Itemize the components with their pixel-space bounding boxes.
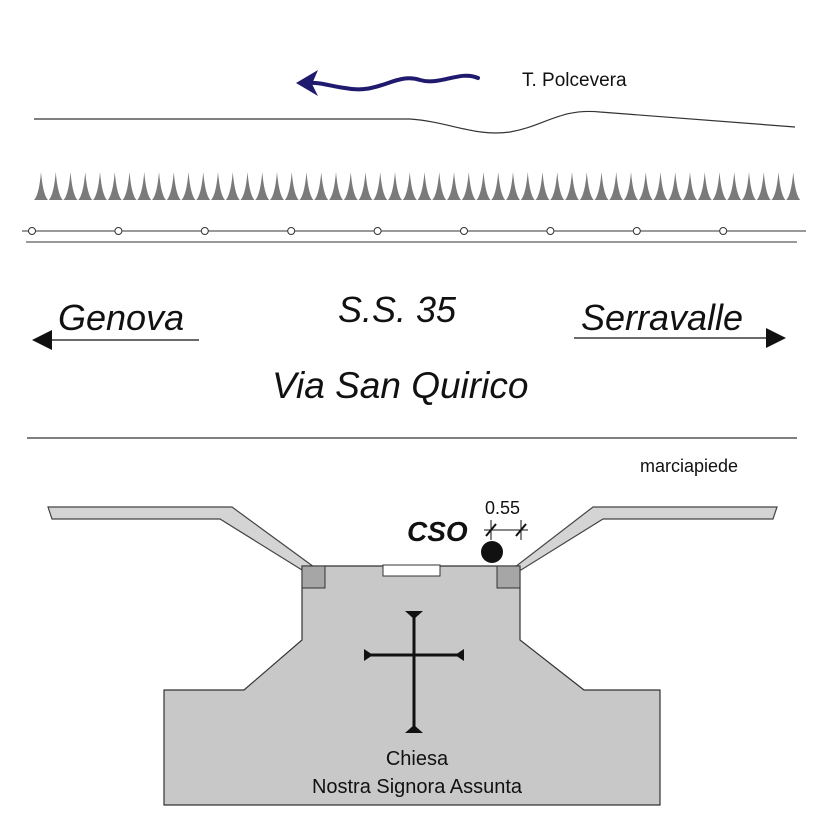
embankment-spike xyxy=(63,172,78,200)
street-name-label: Via San Quirico xyxy=(272,365,528,406)
embankment-spike xyxy=(520,172,535,200)
embankment-spike xyxy=(240,172,255,200)
embankment-spike xyxy=(78,172,93,200)
embankment-spike xyxy=(107,172,122,200)
sidewalk-label: marciapiede xyxy=(640,456,738,476)
railing-post xyxy=(373,227,382,235)
river-bank-line xyxy=(34,110,796,134)
embankment-spike xyxy=(329,172,343,200)
east-destination-label: Serravalle xyxy=(581,297,743,338)
railing-post xyxy=(114,227,123,235)
embankment-spike-row xyxy=(34,172,801,200)
railing-post xyxy=(200,227,209,235)
embankment-spike xyxy=(786,172,801,200)
railing-post xyxy=(632,227,641,235)
embankment-spike xyxy=(255,172,270,200)
embankment-spike xyxy=(506,172,520,200)
sidewalk-right-ramp xyxy=(513,506,778,571)
embankment-spike xyxy=(550,172,565,200)
west-destination-label: Genova xyxy=(58,297,184,338)
railing-post-row xyxy=(28,227,728,235)
embankment-spike xyxy=(373,172,388,200)
cross-icon xyxy=(364,611,464,733)
dimension-label: 0.55 xyxy=(485,498,520,518)
embankment-spike xyxy=(299,172,314,200)
embankment-spike xyxy=(211,172,225,200)
embankment-spike xyxy=(122,172,137,200)
embankment-spike xyxy=(535,172,550,200)
embankment-spike xyxy=(270,172,284,200)
embankment-spike xyxy=(609,172,624,200)
railing-post xyxy=(719,227,728,235)
church-name-line1: Chiesa xyxy=(386,748,449,770)
church-entrance xyxy=(382,564,441,577)
arrow-left-icon xyxy=(32,330,199,350)
church-name-line2: Nostra Signora Assunta xyxy=(312,776,523,798)
railing-post xyxy=(546,227,555,235)
embankment-spike xyxy=(579,172,594,200)
embankment-spike xyxy=(461,172,476,200)
embankment-spike xyxy=(284,172,299,200)
embankment-spike xyxy=(594,172,609,200)
embankment-spike xyxy=(624,172,638,200)
embankment-spike xyxy=(152,172,166,200)
embankment-spike xyxy=(447,172,461,200)
embankment-spike xyxy=(727,172,742,200)
embankment-spike xyxy=(402,172,417,200)
embankment-spike xyxy=(697,172,712,200)
embankment-spike xyxy=(476,172,491,200)
embankment-spike xyxy=(668,172,683,200)
embankment-spike xyxy=(565,172,579,200)
church-building xyxy=(163,565,661,806)
pillar-left xyxy=(301,565,326,589)
river-name-label: T. Polcevera xyxy=(522,70,627,91)
railing-post xyxy=(287,227,296,235)
embankment-spike xyxy=(388,172,402,200)
embankment-spike xyxy=(491,172,506,200)
embankment-spike xyxy=(48,172,63,200)
road-name-label: S.S. 35 xyxy=(338,289,457,330)
embankment-spike xyxy=(756,172,771,200)
embankment-spike xyxy=(93,172,107,200)
dimension-marker xyxy=(484,520,528,540)
embankment-spike xyxy=(432,172,447,200)
embankment-spike xyxy=(742,172,756,200)
embankment-spike xyxy=(417,172,432,200)
embankment-spike xyxy=(181,172,196,200)
river-flow-arrow-icon xyxy=(296,70,480,96)
embankment-spike xyxy=(712,172,727,200)
railing-post xyxy=(460,227,468,235)
pillar-right xyxy=(496,565,521,589)
cso-point-marker xyxy=(481,541,503,563)
railing-post xyxy=(28,227,36,235)
embankment-spike xyxy=(683,172,697,200)
sidewalk-left-ramp xyxy=(47,506,316,571)
embankment-spike xyxy=(771,172,786,200)
cso-label: CSO xyxy=(407,516,468,547)
embankment-spike xyxy=(225,172,240,200)
embankment-spike xyxy=(34,172,48,200)
embankment-spike xyxy=(343,172,358,200)
embankment-spike xyxy=(653,172,668,200)
embankment-spike xyxy=(166,172,181,200)
embankment-spike xyxy=(137,172,152,200)
arrow-right-icon xyxy=(574,328,786,348)
embankment-spike xyxy=(358,172,373,200)
embankment-spike xyxy=(196,172,211,200)
railing xyxy=(22,230,806,243)
embankment-spike xyxy=(314,172,329,200)
embankment-spike xyxy=(638,172,653,200)
